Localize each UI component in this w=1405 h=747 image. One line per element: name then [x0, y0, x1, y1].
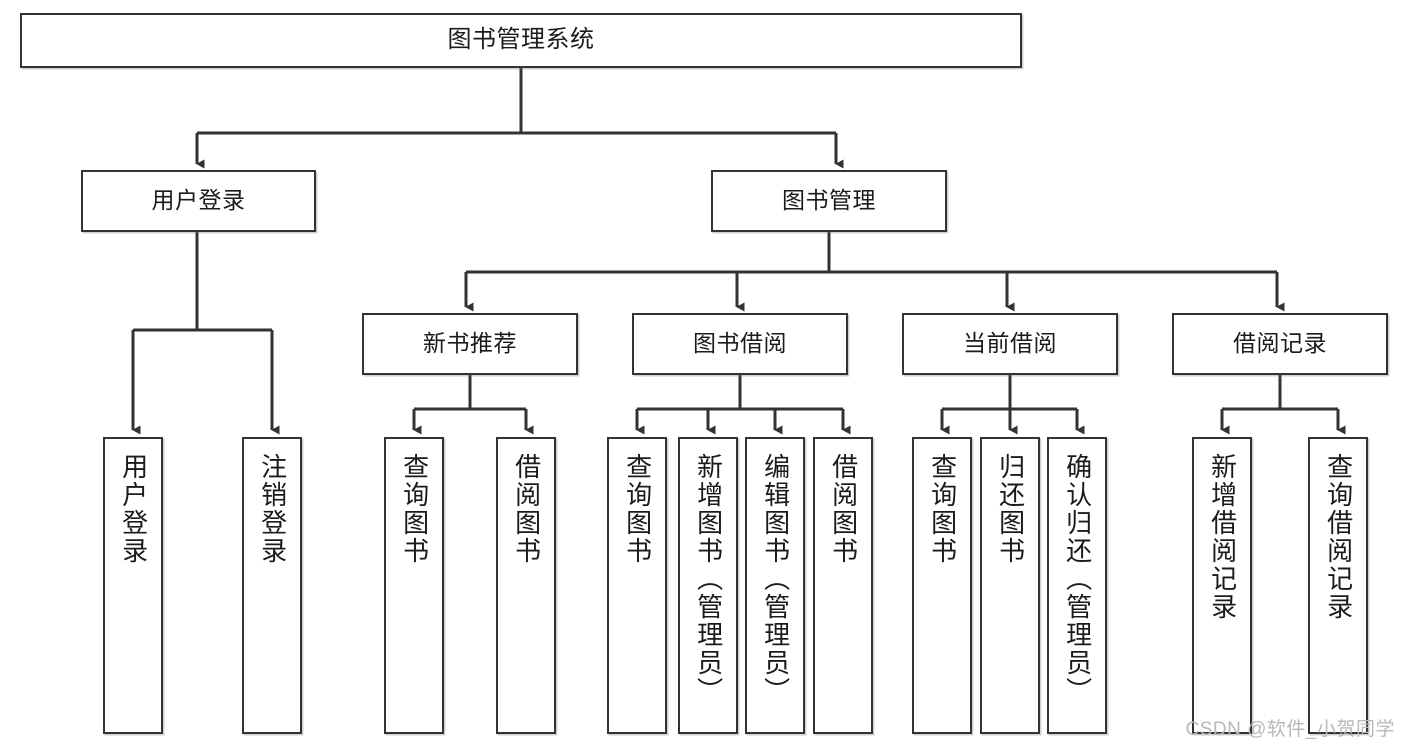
node-borrow-record-label: 借阅记录	[1233, 330, 1327, 357]
node-leaf-query-book-3[interactable]: 查询图书	[912, 437, 972, 734]
node-current-borrow-label: 当前借阅	[963, 330, 1057, 357]
node-leaf-query-book-3-label: 查询图书	[927, 453, 958, 565]
node-leaf-return-book-label: 归还图书	[995, 453, 1026, 565]
node-leaf-user-login-label: 用户登录	[118, 453, 149, 565]
node-leaf-borrow-book-1[interactable]: 借阅图书	[496, 437, 556, 734]
node-leaf-query-book-2[interactable]: 查询图书	[607, 437, 667, 734]
node-leaf-query-book-2-label: 查询图书	[622, 453, 653, 565]
node-leaf-add-borrow-record[interactable]: 新增借阅记录	[1192, 437, 1252, 734]
node-leaf-query-book-1[interactable]: 查询图书	[384, 437, 444, 734]
node-book-borrow-label: 图书借阅	[693, 330, 787, 357]
node-leaf-borrow-book-2[interactable]: 借阅图书	[813, 437, 873, 734]
node-leaf-logout-login-label: 注销登录	[257, 453, 288, 565]
csdn-watermark: CSDN @软件_小贺同学	[1185, 719, 1395, 740]
node-leaf-confirm-return-admin-label: 确认归还（管理员）	[1062, 453, 1093, 705]
node-leaf-query-borrow-record[interactable]: 查询借阅记录	[1308, 437, 1368, 734]
node-leaf-borrow-book-2-label: 借阅图书	[828, 453, 859, 565]
node-leaf-logout-login[interactable]: 注销登录	[242, 437, 302, 734]
node-leaf-add-book-admin[interactable]: 新增图书（管理员）	[678, 437, 738, 734]
node-current-borrow[interactable]: 当前借阅	[902, 313, 1118, 375]
node-leaf-add-borrow-record-label: 新增借阅记录	[1207, 453, 1238, 621]
node-leaf-add-book-admin-label: 新增图书（管理员）	[693, 453, 724, 705]
node-borrow-record[interactable]: 借阅记录	[1172, 313, 1388, 375]
node-user-login-label: 用户登录	[151, 187, 246, 214]
node-book-manage[interactable]: 图书管理	[711, 170, 947, 232]
node-new-book-recommend-label: 新书推荐	[423, 330, 517, 357]
node-new-book-recommend[interactable]: 新书推荐	[362, 313, 578, 375]
node-leaf-user-login[interactable]: 用户登录	[103, 437, 163, 734]
node-book-manage-label: 图书管理	[782, 187, 876, 214]
node-root[interactable]: 图书管理系统	[20, 13, 1022, 68]
node-leaf-edit-book-admin-label: 编辑图书（管理员）	[760, 453, 791, 705]
node-leaf-borrow-book-1-label: 借阅图书	[511, 453, 542, 565]
node-book-borrow[interactable]: 图书借阅	[632, 313, 848, 375]
node-leaf-query-book-1-label: 查询图书	[399, 453, 430, 565]
node-leaf-confirm-return-admin[interactable]: 确认归还（管理员）	[1047, 437, 1107, 734]
node-user-login[interactable]: 用户登录	[81, 170, 316, 232]
node-leaf-query-borrow-record-label: 查询借阅记录	[1323, 453, 1354, 621]
node-leaf-return-book[interactable]: 归还图书	[980, 437, 1040, 734]
node-leaf-edit-book-admin[interactable]: 编辑图书（管理员）	[745, 437, 805, 734]
node-root-label: 图书管理系统	[447, 26, 595, 54]
